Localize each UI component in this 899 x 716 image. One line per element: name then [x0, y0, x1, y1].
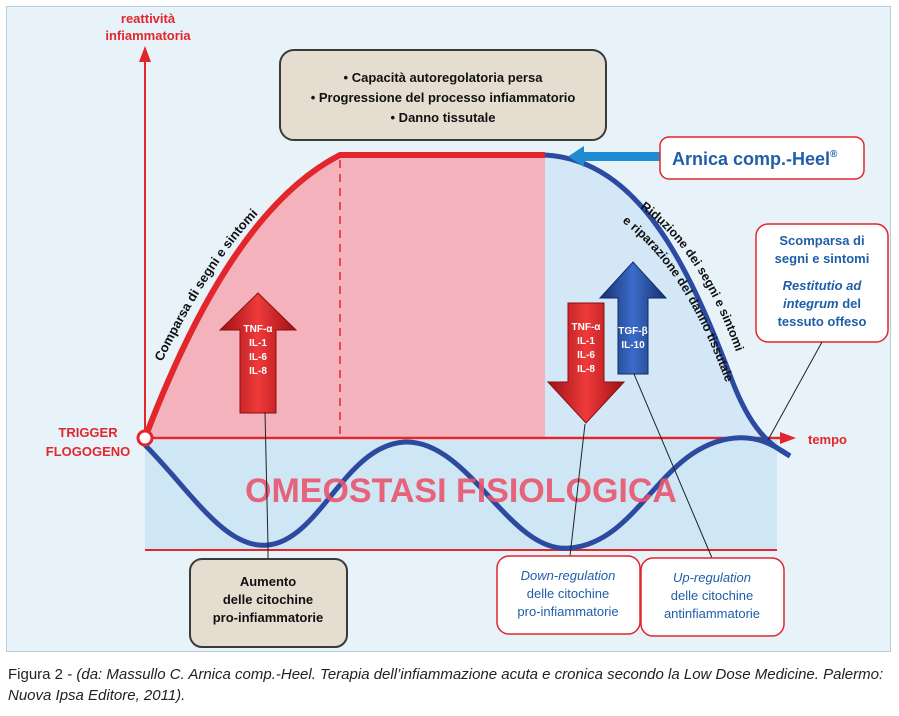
falling-curve: [544, 152, 792, 459]
inflammation-area: [145, 155, 545, 438]
trigger-label-line2: FLOGOGENO: [46, 444, 131, 459]
omeostasi-band: [145, 440, 777, 550]
aumento-line-2: delle citochine: [223, 592, 313, 607]
cytokine-down-arrow: [546, 302, 626, 424]
trigger-marker: [136, 429, 154, 447]
caption-text: (da: Massullo C. Arnica comp.-Heel. Tera…: [8, 666, 884, 704]
blue-arrow-label-2: IL-10: [621, 340, 645, 351]
right-box-line-1: Scomparsa di: [779, 233, 864, 248]
down-regulation-title: Down-regulation: [521, 568, 616, 583]
rising-curve: [142, 152, 545, 440]
anti-inflammatory-up-arrow: [598, 261, 668, 375]
arnica-label-box: [659, 136, 865, 180]
up-regulation-line-1: delle citochine: [671, 588, 753, 603]
y-axis-arrowhead: [139, 46, 151, 62]
pointer-right-box: [767, 341, 823, 441]
pointer-aumento: [264, 411, 269, 546]
caption-prefix: Figura 2 -: [8, 666, 77, 683]
pointer-down-regulation: [569, 423, 586, 557]
up-regulation-title: Up-regulation: [673, 570, 751, 585]
trigger-label-line1: TRIGGER: [58, 425, 118, 440]
down-regulation-line-1: delle citochine: [527, 586, 609, 601]
down-arrow-label-4: IL-8: [577, 364, 595, 375]
aumento-line-3: pro-infiammatorie: [213, 610, 324, 625]
top-box-item-2: • Progressione del processo infiammatori…: [311, 90, 576, 105]
right-box-line-2: segni e sintomi: [775, 251, 870, 266]
down-arrow-label-3: IL-6: [577, 350, 595, 361]
top-info-box: [279, 49, 607, 141]
arnica-arrow-head: [568, 146, 584, 167]
right-box-line-5: tessuto offeso: [778, 314, 867, 329]
down-arrow-label-2: IL-1: [577, 336, 595, 347]
up-arrow-label-4: IL-8: [249, 366, 267, 377]
x-axis-label: tempo: [808, 432, 847, 447]
down-regulation-line-2: pro-infiammatorie: [517, 604, 618, 619]
blue-arrow-label-1: TGF-β: [618, 326, 647, 337]
y-axis-label-line1: reattività: [121, 11, 176, 26]
homeostasis-wave: [143, 435, 792, 551]
inflammation-diagram: reattività infiammatoria tempo TRIGGER F…: [46, 11, 889, 648]
top-box-item-1: • Capacità autoregolatoria persa: [344, 70, 544, 85]
top-box-item-3: • Danno tissutale: [391, 110, 496, 125]
up-arrow-label-1: TNF-α: [244, 324, 274, 335]
down-arrow-label-1: TNF-α: [572, 322, 602, 333]
aumento-box: [189, 558, 348, 648]
cytokine-up-arrow: [218, 292, 298, 414]
x-axis-arrowhead: [780, 432, 796, 444]
up-arrow-label-2: IL-1: [249, 338, 267, 349]
figure-caption: Figura 2 - (da: Massullo C. Arnica comp.…: [8, 664, 888, 706]
pointer-up-regulation: [633, 373, 713, 559]
down-regulation-box: [496, 555, 641, 635]
aumento-line-1: Aumento: [240, 574, 296, 589]
up-regulation-box: [640, 557, 785, 637]
right-box-line-4: integrum del: [783, 296, 861, 311]
arnica-arrow-shaft: [580, 152, 670, 161]
up-regulation-line-2: antinfiammatorie: [664, 606, 760, 621]
right-box-line-3: Restitutio ad: [783, 278, 863, 293]
omeostasi-title: OMEOSTASI FISIOLOGICA: [245, 472, 677, 510]
arnica-label: Arnica comp.-Heel®: [672, 149, 838, 169]
y-axis-label-line2: infiammatoria: [105, 28, 191, 43]
up-arrow-label-3: IL-6: [249, 352, 267, 363]
